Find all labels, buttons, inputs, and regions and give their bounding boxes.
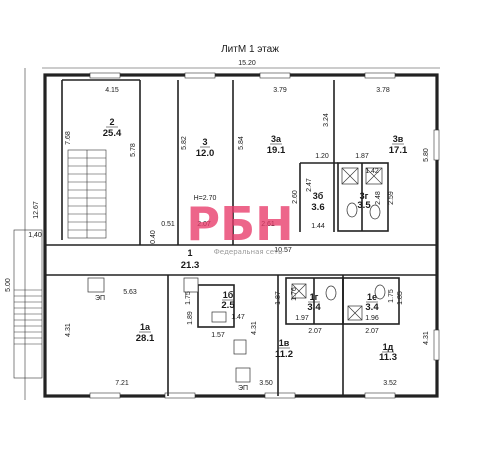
- svg-text:5.63: 5.63: [123, 289, 137, 296]
- room-num-1g: 1г: [310, 292, 319, 302]
- fixture-ep-1: ЭП: [95, 295, 105, 302]
- room-area-1b: 2.5: [221, 300, 235, 311]
- svg-text:2.07: 2.07: [365, 328, 379, 335]
- svg-text:5.84: 5.84: [238, 136, 245, 150]
- outer-wall: [43, 73, 439, 398]
- room-num-1e: 1е: [367, 292, 377, 302]
- room-area-3g: 3.5: [357, 200, 371, 211]
- svg-text:2.48: 2.48: [375, 191, 382, 205]
- svg-text:2.07: 2.07: [308, 328, 322, 335]
- svg-text:2.07: 2.07: [197, 221, 211, 228]
- room-labels: 2 25.4 3 12.0 3а 19.1 3в 17.1 3б 3.6 3г …: [103, 117, 408, 363]
- watermark-logo: РБН: [186, 197, 293, 251]
- dim-porch-depth: 5.00: [5, 278, 12, 292]
- svg-text:1.96: 1.96: [365, 315, 379, 322]
- room-area-2: 25.4: [103, 128, 122, 139]
- room-num-3g: 3г: [360, 191, 369, 201]
- room-area-3a: 19.1: [267, 145, 286, 156]
- dim-total-width: 15.20: [238, 60, 256, 67]
- windows: [89, 72, 440, 399]
- svg-text:1.42: 1.42: [365, 168, 379, 175]
- svg-text:3.24: 3.24: [323, 113, 330, 127]
- svg-text:4.15: 4.15: [105, 87, 119, 94]
- svg-text:1.47: 1.47: [231, 314, 245, 321]
- svg-text:3.79: 3.79: [273, 87, 287, 94]
- svg-text:5.82: 5.82: [181, 136, 188, 150]
- svg-text:1.87: 1.87: [275, 291, 282, 305]
- svg-text:1.97: 1.97: [295, 315, 309, 322]
- room-1b-walls: [197, 284, 235, 328]
- room-area-3b: 3.6: [311, 202, 324, 213]
- room-num-3: 3: [202, 137, 207, 147]
- room-num-1a: 1а: [140, 322, 151, 332]
- dim-porch-width: 1,40: [28, 232, 42, 239]
- room-area-1: 21.3: [181, 260, 200, 271]
- dim-left-height: 12.67: [33, 201, 40, 219]
- svg-text:1.87: 1.87: [355, 153, 369, 160]
- svg-text:2.60: 2.60: [292, 190, 299, 204]
- room-area-3: 12.0: [196, 148, 215, 159]
- room-area-1d: 11.3: [379, 352, 397, 363]
- svg-text:2.59: 2.59: [388, 191, 395, 205]
- fixtures: [87, 167, 386, 383]
- svg-text:2.61: 2.61: [261, 221, 275, 228]
- svg-text:4.31: 4.31: [251, 321, 258, 335]
- svg-text:4.31: 4.31: [65, 323, 72, 337]
- room-num-3a: 3а: [271, 134, 282, 144]
- staircase: [67, 149, 107, 239]
- svg-text:1.57: 1.57: [211, 332, 225, 339]
- svg-text:1.44: 1.44: [311, 223, 325, 230]
- room-num-2: 2: [109, 117, 114, 127]
- room-area-1a: 28.1: [136, 333, 155, 344]
- room-num-3v: 3в: [393, 134, 404, 144]
- svg-text:4.31: 4.31: [423, 331, 430, 345]
- svg-text:0.51: 0.51: [161, 221, 175, 228]
- dimension-labels: 4.15 7.68 5.78 5.82 3.79 5.84 3.24 3.78 …: [65, 87, 430, 387]
- svg-text:1.20: 1.20: [315, 153, 329, 160]
- room-num-1d: 1д: [383, 342, 394, 352]
- svg-text:3.52: 3.52: [383, 380, 397, 387]
- svg-text:0.40: 0.40: [150, 230, 157, 244]
- room-num-1: 1: [187, 248, 192, 258]
- fixture-ep-2: ЭП: [238, 385, 248, 392]
- svg-text:5.78: 5.78: [130, 143, 137, 157]
- room-area-3v: 17.1: [389, 145, 408, 156]
- room-1e-walls: [342, 277, 400, 325]
- room-num-1v: 1в: [279, 338, 290, 348]
- svg-text:1.76: 1.76: [291, 287, 298, 301]
- watermark: РБН Федеральная сеть: [186, 197, 293, 256]
- room-area-1e: 3.4: [365, 302, 379, 313]
- svg-text:3.78: 3.78: [376, 87, 390, 94]
- entry-porch: [13, 229, 43, 379]
- svg-text:2.47: 2.47: [306, 178, 313, 192]
- svg-text:7.68: 7.68: [65, 131, 72, 145]
- svg-text:1.85: 1.85: [397, 291, 404, 305]
- room-area-1v: 11.2: [275, 349, 293, 360]
- watermark-caption: Федеральная сеть: [214, 248, 282, 256]
- svg-text:1.75: 1.75: [185, 291, 192, 305]
- room-num-1b: 1б: [223, 290, 234, 300]
- svg-text:1.75: 1.75: [388, 289, 395, 303]
- room-area-1g: 3.4: [307, 302, 321, 313]
- plan-title: ЛитМ 1 этаж: [221, 44, 279, 55]
- room-number-underlines: [106, 126, 404, 353]
- svg-text:3.50: 3.50: [259, 380, 273, 387]
- ceiling-height: H=2.70: [194, 195, 217, 202]
- svg-text:10.57: 10.57: [274, 247, 292, 254]
- bathroom-block-top: [299, 162, 389, 232]
- room-num-3b: 3б: [313, 191, 324, 201]
- svg-text:7.21: 7.21: [115, 380, 129, 387]
- svg-text:1.89: 1.89: [187, 311, 194, 325]
- svg-text:5.80: 5.80: [423, 148, 430, 162]
